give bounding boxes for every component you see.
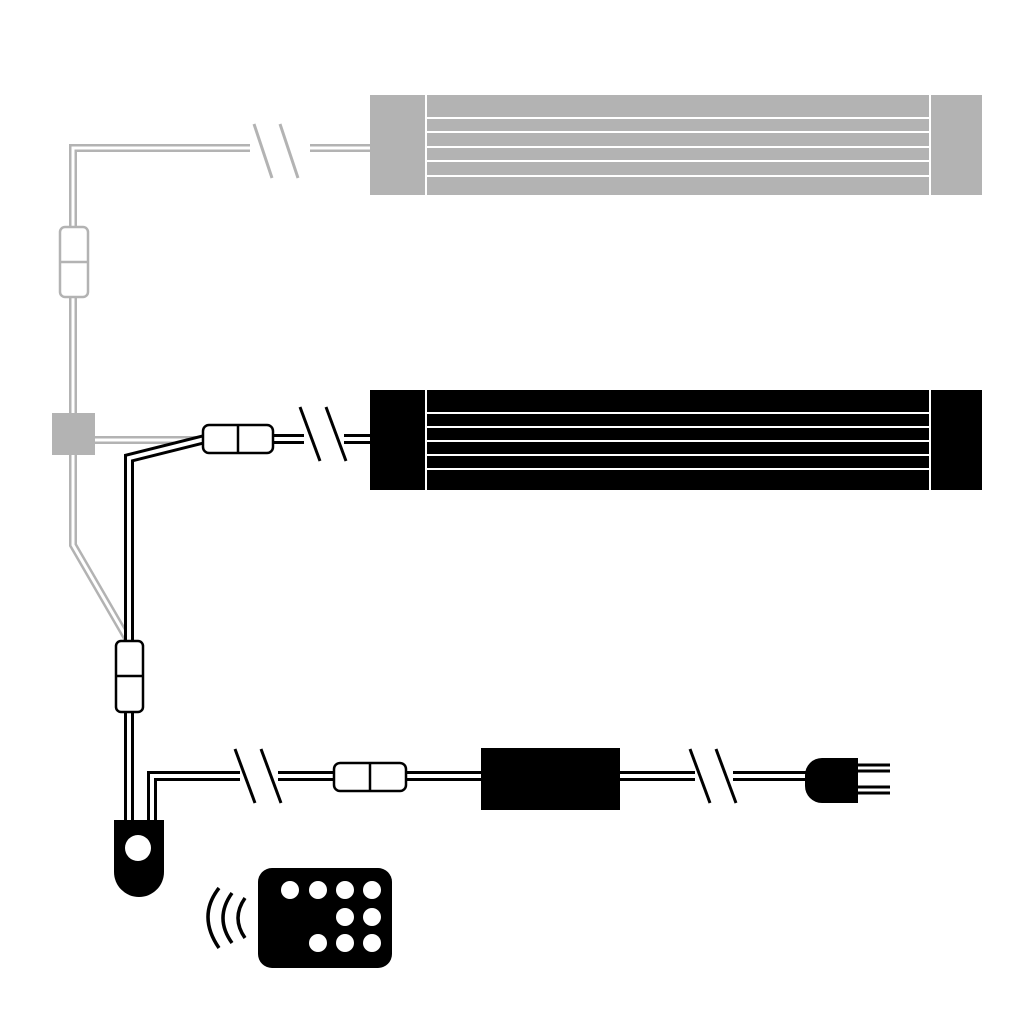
- power-plug-icon: [805, 758, 858, 803]
- connector: [332, 761, 408, 793]
- gray-break-mark-icon: [252, 123, 300, 179]
- gray-cable: [69, 144, 370, 643]
- break-mark-icon: [233, 406, 738, 804]
- ir-sensor-icon: [114, 820, 164, 897]
- connector: [201, 423, 275, 455]
- wireless-signal-icon: [206, 886, 247, 949]
- led-light-bar-active: [370, 390, 982, 490]
- remote-control-icon: [258, 868, 392, 968]
- power-adapter: [481, 748, 620, 810]
- gray-break-gap: [250, 125, 310, 175]
- led-light-bar-inactive: [370, 95, 982, 195]
- connector: [114, 639, 145, 714]
- splitter-box: [52, 413, 95, 455]
